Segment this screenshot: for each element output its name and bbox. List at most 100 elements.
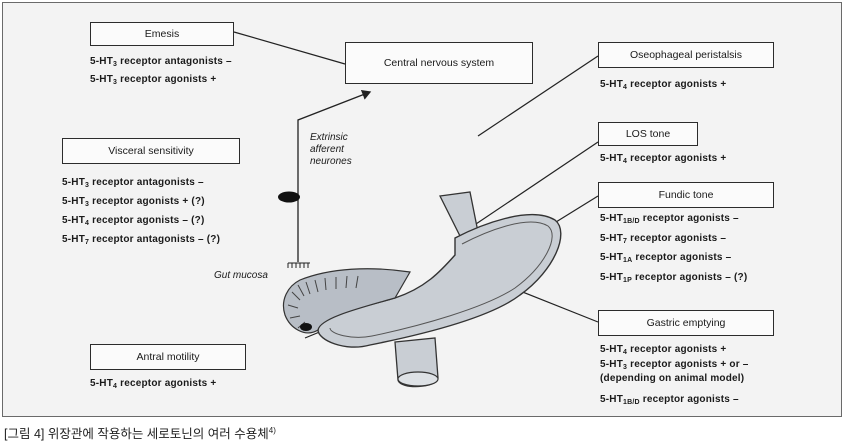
agent-effect: receptor agonists – xyxy=(627,232,727,244)
agent-prefix: 5-HT xyxy=(62,215,86,226)
gastric-box: Gastric emptying xyxy=(598,310,774,336)
fundic-box: Fundic tone xyxy=(598,182,774,208)
gastric-agent-line: 5-HT1B/D receptor agonists – xyxy=(600,394,739,406)
receptor-subtype: 4 xyxy=(113,383,118,390)
oseo-title: Oseophageal peristalsis xyxy=(629,49,743,61)
los-agent-line: 5-HT4 receptor agonists + xyxy=(600,153,726,165)
emesis-agent-line: 5-HT3 receptor antagonists – xyxy=(90,56,232,68)
agent-prefix: 5-HT xyxy=(600,232,624,244)
receptor-subtype: 3 xyxy=(113,79,118,86)
fundic-agent-line: 5-HT7 receptor agonists – xyxy=(600,233,726,245)
gastric-agent-line: 5-HT4 receptor agonists + xyxy=(600,344,726,356)
emesis-box: Emesis xyxy=(90,22,234,46)
agent-effect: receptor agonists – xyxy=(632,252,732,263)
fundic-agent-line: 5-HT1P receptor agonists – (?) xyxy=(600,272,747,284)
afferent-label-line-3: neurones xyxy=(310,156,352,167)
gastric-title: Gastric emptying xyxy=(646,317,726,329)
agent-prefix: 5-HT xyxy=(62,234,86,245)
agent-prefix: 5-HT xyxy=(600,213,624,224)
visceral-agent-line: 5-HT3 receptor agonists + (?) xyxy=(62,196,205,208)
fundic-title: Fundic tone xyxy=(658,189,714,201)
agent-prefix: 5-HT xyxy=(90,56,114,67)
oseo-connector xyxy=(477,55,599,137)
agent-effect: receptor antagonists – (?) xyxy=(89,234,221,245)
agent-effect: receptor agonists – xyxy=(639,393,739,405)
fundic-agent-line: 5-HT1A receptor agonists – xyxy=(600,252,731,264)
agent-prefix: 5-HT xyxy=(600,393,624,405)
los-title: LOS tone xyxy=(625,128,671,140)
agent-effect: receptor agonists – (?) xyxy=(632,271,748,283)
antral-dot xyxy=(300,323,312,331)
emesis-connector xyxy=(233,31,346,65)
agent-prefix: 5-HT xyxy=(90,378,114,389)
receptor-subtype: 3 xyxy=(113,61,118,68)
receptor-subtype: 3 xyxy=(85,182,90,189)
gastric-agent-line: 5-HT3 receptor agonists + or – xyxy=(600,359,749,371)
agent-prefix: 5-HT xyxy=(62,177,86,188)
caption-text: [그림 4] 위장관에 작용하는 세로토닌의 여러 수용체 xyxy=(4,427,269,441)
agent-prefix: (depending on animal model) xyxy=(600,373,745,384)
los-box: LOS tone xyxy=(598,122,698,146)
agent-effect: receptor agonists – (?) xyxy=(89,215,205,226)
agent-effect: receptor agonists + xyxy=(627,153,727,164)
receptor-subtype: 4 xyxy=(85,220,90,227)
agent-prefix: 5-HT xyxy=(600,252,624,263)
agent-effect: receptor agonists + (?) xyxy=(89,196,205,207)
antral-agent-line: 5-HT4 receptor agonists + xyxy=(90,378,216,390)
mucosa-comb xyxy=(287,262,310,268)
afferent-label-line-1: Extrinsic xyxy=(310,132,348,143)
receptor-subtype: 4 xyxy=(623,84,628,91)
caption-ref: 4) xyxy=(268,425,276,435)
stomach-lining xyxy=(329,221,553,338)
agent-prefix: 5-HT xyxy=(600,79,624,90)
agent-prefix: 5-HT xyxy=(62,196,86,207)
receptor-subtype: 4 xyxy=(623,158,628,165)
afferent-label-line-2: afferent xyxy=(310,144,344,155)
emesis-title: Emesis xyxy=(144,28,180,40)
gut-mucosa-label: Gut mucosa xyxy=(214,270,268,281)
antral-box: Antral motility xyxy=(90,344,246,370)
fundic-agent-line: 5-HT1B/D receptor agonists – xyxy=(600,213,739,225)
agent-effect: receptor agonists + xyxy=(627,79,727,90)
agent-prefix: 5-HT xyxy=(90,74,114,85)
duodenum-end xyxy=(397,371,439,387)
antrum xyxy=(282,268,411,334)
agent-effect: receptor agonists + or – xyxy=(627,358,749,370)
agent-effect: receptor agonists + xyxy=(117,74,217,85)
cns-title: Central nervous system xyxy=(383,57,495,69)
cns-box: Central nervous system xyxy=(345,42,533,84)
receptor-subtype: 7 xyxy=(85,239,90,246)
receptor-subtype: 1P xyxy=(623,276,632,284)
visceral-title: Visceral sensitivity xyxy=(108,145,194,157)
visceral-agent-line: 5-HT7 receptor antagonists – (?) xyxy=(62,234,220,246)
agent-prefix: 5-HT xyxy=(600,271,624,283)
neurone-dot xyxy=(278,191,300,203)
receptor-subtype: 4 xyxy=(623,349,628,356)
gastric-agent-line: (depending on animal model) xyxy=(600,373,744,384)
receptor-subtype: 3 xyxy=(85,201,90,208)
receptor-subtype: 1B/D xyxy=(623,398,640,406)
visceral-agent-line: 5-HT3 receptor antagonists – xyxy=(62,177,204,189)
agent-prefix: 5-HT xyxy=(600,358,624,370)
agent-prefix: 5-HT xyxy=(600,153,624,164)
agent-effect: receptor agonists – xyxy=(639,213,739,224)
agent-effect: receptor agonists + xyxy=(627,344,727,355)
los-connector xyxy=(469,141,599,229)
agent-effect: receptor antagonists – xyxy=(89,177,204,188)
figure-caption: [그림 4] 위장관에 작용하는 세로토닌의 여러 수용체4) xyxy=(4,423,276,442)
receptor-subtype: 7 xyxy=(623,237,628,245)
agent-effect: receptor antagonists – xyxy=(117,56,232,67)
oseo-agent-line: 5-HT4 receptor agonists + xyxy=(600,79,726,91)
afferent-label: Extrinsic afferent neurones xyxy=(310,132,352,168)
afferent-nerve-line xyxy=(297,89,372,262)
receptor-subtype: 1B/D xyxy=(623,218,640,225)
emesis-agent-line: 5-HT3 receptor agonists + xyxy=(90,74,216,86)
visceral-agent-line: 5-HT4 receptor agonists – (?) xyxy=(62,215,205,227)
receptor-subtype: 1A xyxy=(623,257,633,264)
antrum-folds xyxy=(287,275,359,329)
receptor-subtype: 3 xyxy=(623,363,628,371)
antral-title: Antral motility xyxy=(136,351,200,363)
agent-prefix: 5-HT xyxy=(600,344,624,355)
agent-effect: receptor agonists + xyxy=(117,378,217,389)
